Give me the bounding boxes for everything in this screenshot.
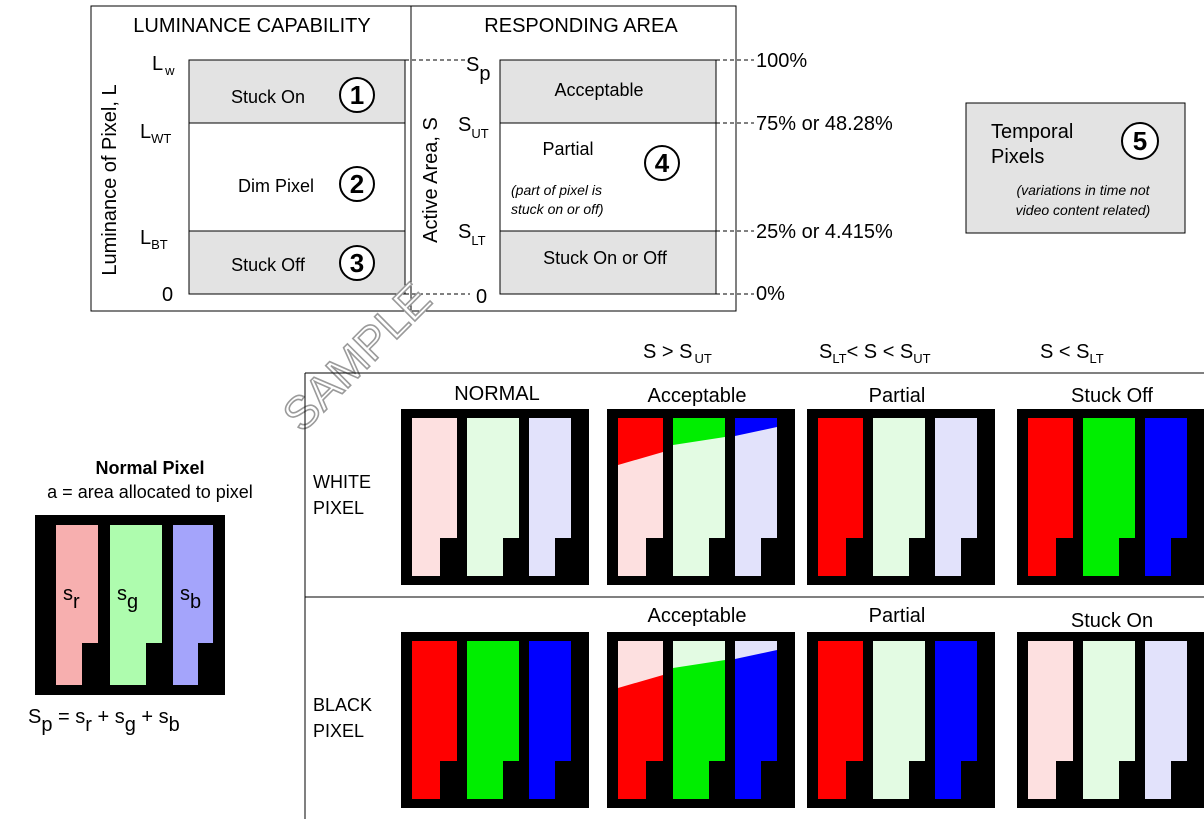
row-label-black-line2: PIXEL xyxy=(313,721,364,741)
level-zero-luminance: 0 xyxy=(162,284,173,306)
dashed-connectors xyxy=(405,59,754,295)
number-2: 2 xyxy=(350,169,364,199)
partial-label: Partial xyxy=(542,139,593,159)
cell-label-white-acceptable: Acceptable xyxy=(648,385,747,407)
white-partial-pixel xyxy=(807,409,995,585)
condition-partial: SLT< S < SUT xyxy=(819,341,931,366)
subpixel-label-red: sr xyxy=(63,583,80,613)
number-3: 3 xyxy=(350,248,364,278)
normal-subpixel-red xyxy=(56,525,98,685)
stuck-off-label: Stuck Off xyxy=(231,255,306,275)
number-5-circle xyxy=(1121,122,1159,160)
temporal-note-line2: video content related) xyxy=(1016,202,1151,218)
number-4-circle xyxy=(644,145,680,181)
number-3-circle xyxy=(339,245,375,281)
number-5: 5 xyxy=(1133,126,1147,156)
responding-panel: RESPONDING AREA Active Area, S Sp SUT SL… xyxy=(410,5,737,312)
number-1: 1 xyxy=(350,80,364,110)
number-2-circle xyxy=(339,166,375,202)
temporal-line2: Pixels xyxy=(991,146,1044,168)
percent-labels: 100% 75% or 48.28% 25% or 4.415% 0% xyxy=(756,50,893,305)
cell-label-black-stuck-on: Stuck On xyxy=(1071,610,1153,632)
row-label-white-line1: WHITE xyxy=(313,472,371,492)
luminance-axis-label: Luminance of Pixel, L xyxy=(99,84,121,275)
subpixel-label-green: sg xyxy=(117,583,138,613)
responding-title: RESPONDING AREA xyxy=(484,15,678,37)
black-normal-pixel xyxy=(401,632,589,808)
temporal-note-line1: (variations in time not xyxy=(1016,182,1150,198)
white-normal-pixel xyxy=(401,409,589,585)
percent-lower: 25% or 4.415% xyxy=(756,221,893,243)
black-acceptable-pixel xyxy=(607,632,795,808)
number-1-circle xyxy=(339,77,375,113)
normal-pixel-section: Normal Pixel a = area allocated to pixel… xyxy=(28,458,253,736)
normal-subpixel-green xyxy=(110,525,162,685)
stuck-on-or-off-label: Stuck On or Off xyxy=(543,248,668,268)
luminance-panel: LUMINANCE CAPABILITY Luminance of Pixel,… xyxy=(90,5,412,312)
level-sp: Sp xyxy=(466,54,490,85)
luminance-title: LUMINANCE CAPABILITY xyxy=(133,15,370,37)
level-lbt: LBT xyxy=(140,227,168,252)
black-stuck-on-pixel xyxy=(1017,632,1204,808)
row-label-white-line2: PIXEL xyxy=(313,498,364,518)
partial-note-line2: stuck on or off) xyxy=(511,201,604,217)
subpixel-label-blue: sb xyxy=(180,583,201,613)
cell-label-white-stuck-off: Stuck Off xyxy=(1071,385,1153,407)
percent-100: 100% xyxy=(756,50,807,72)
normal-subpixel-blue xyxy=(173,525,213,685)
black-partial-pixel xyxy=(807,632,995,808)
white-acceptable-pixel xyxy=(607,409,795,585)
level-sut: SUT xyxy=(458,114,489,141)
dim-pixel-label: Dim Pixel xyxy=(238,176,314,196)
cell-label-white-normal: NORMAL xyxy=(454,383,540,405)
level-lwt: LWT xyxy=(140,121,171,146)
cell-label-white-partial: Partial xyxy=(869,385,926,407)
normal-pixel-subtitle: a = area allocated to pixel xyxy=(47,482,253,502)
white-stuck-off-pixel xyxy=(1017,409,1204,585)
responding-panel-frame xyxy=(410,5,737,312)
condition-stuck: S < SLT xyxy=(1040,341,1104,366)
stuck-on-label: Stuck On xyxy=(231,87,305,107)
percent-upper: 75% or 48.28% xyxy=(756,113,893,135)
percent-0: 0% xyxy=(756,283,785,305)
partial-band xyxy=(499,122,717,232)
acceptable-label: Acceptable xyxy=(554,80,643,100)
cell-label-black-partial: Partial xyxy=(869,605,926,627)
cell-label-black-acceptable: Acceptable xyxy=(648,605,747,627)
row-label-black-line1: BLACK xyxy=(313,695,372,715)
temporal-line1: Temporal xyxy=(991,121,1073,143)
level-slt: SLT xyxy=(458,221,486,248)
level-zero-area: 0 xyxy=(476,286,487,308)
number-4: 4 xyxy=(655,148,670,178)
responding-axis-label: Active Area, S xyxy=(420,117,442,243)
stuck-on-or-off-band xyxy=(499,230,717,295)
partial-note-line1: (part of pixel is xyxy=(511,182,602,198)
normal-pixel-formula: Sp = sr + sg + sb xyxy=(28,706,180,736)
temporal-box: Temporal Pixels 5 (variations in time no… xyxy=(965,102,1186,234)
normal-pixel-title: Normal Pixel xyxy=(95,458,204,478)
